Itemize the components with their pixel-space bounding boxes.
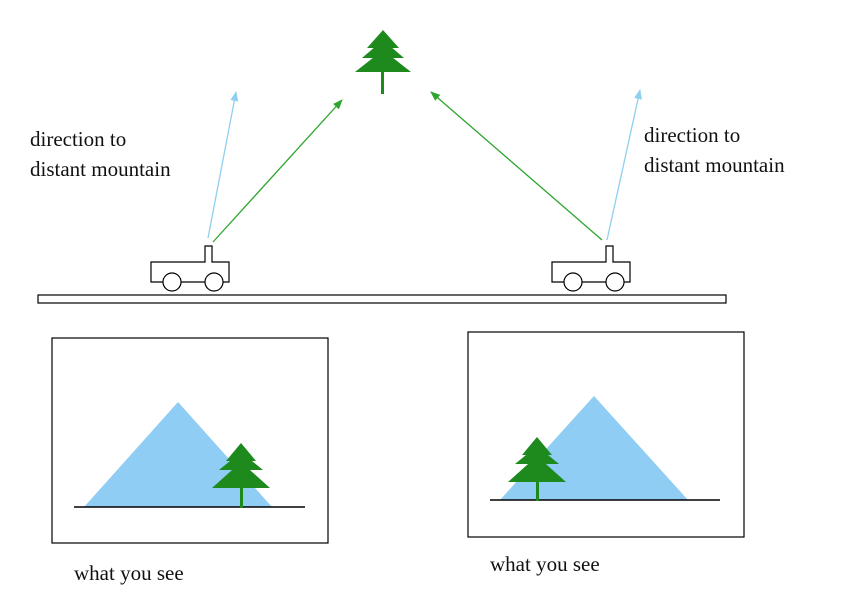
left-direction-label-line1: direction to (30, 127, 127, 151)
left-view-tree-icon (212, 443, 270, 508)
road (37, 294, 727, 304)
left-direction-label-line2: distant mountain (30, 157, 171, 181)
right-truck-icon (551, 245, 631, 292)
right-direction-label-line1: direction to (644, 123, 741, 147)
right-tree-arrow (430, 91, 603, 241)
left-truck-icon (150, 245, 230, 292)
right-view-caption: what you see (490, 552, 600, 576)
right-view-panel (467, 331, 745, 538)
left-mountain-arrow (207, 91, 239, 239)
left-view-panel (51, 337, 329, 544)
left-tree-arrow (212, 99, 343, 243)
right-direction-label-line2: distant mountain (644, 153, 785, 177)
right-mountain-arrow (606, 89, 642, 241)
left-view-caption: what you see (74, 561, 184, 585)
right-view-tree-icon (508, 437, 566, 501)
top-tree-icon (355, 30, 411, 94)
